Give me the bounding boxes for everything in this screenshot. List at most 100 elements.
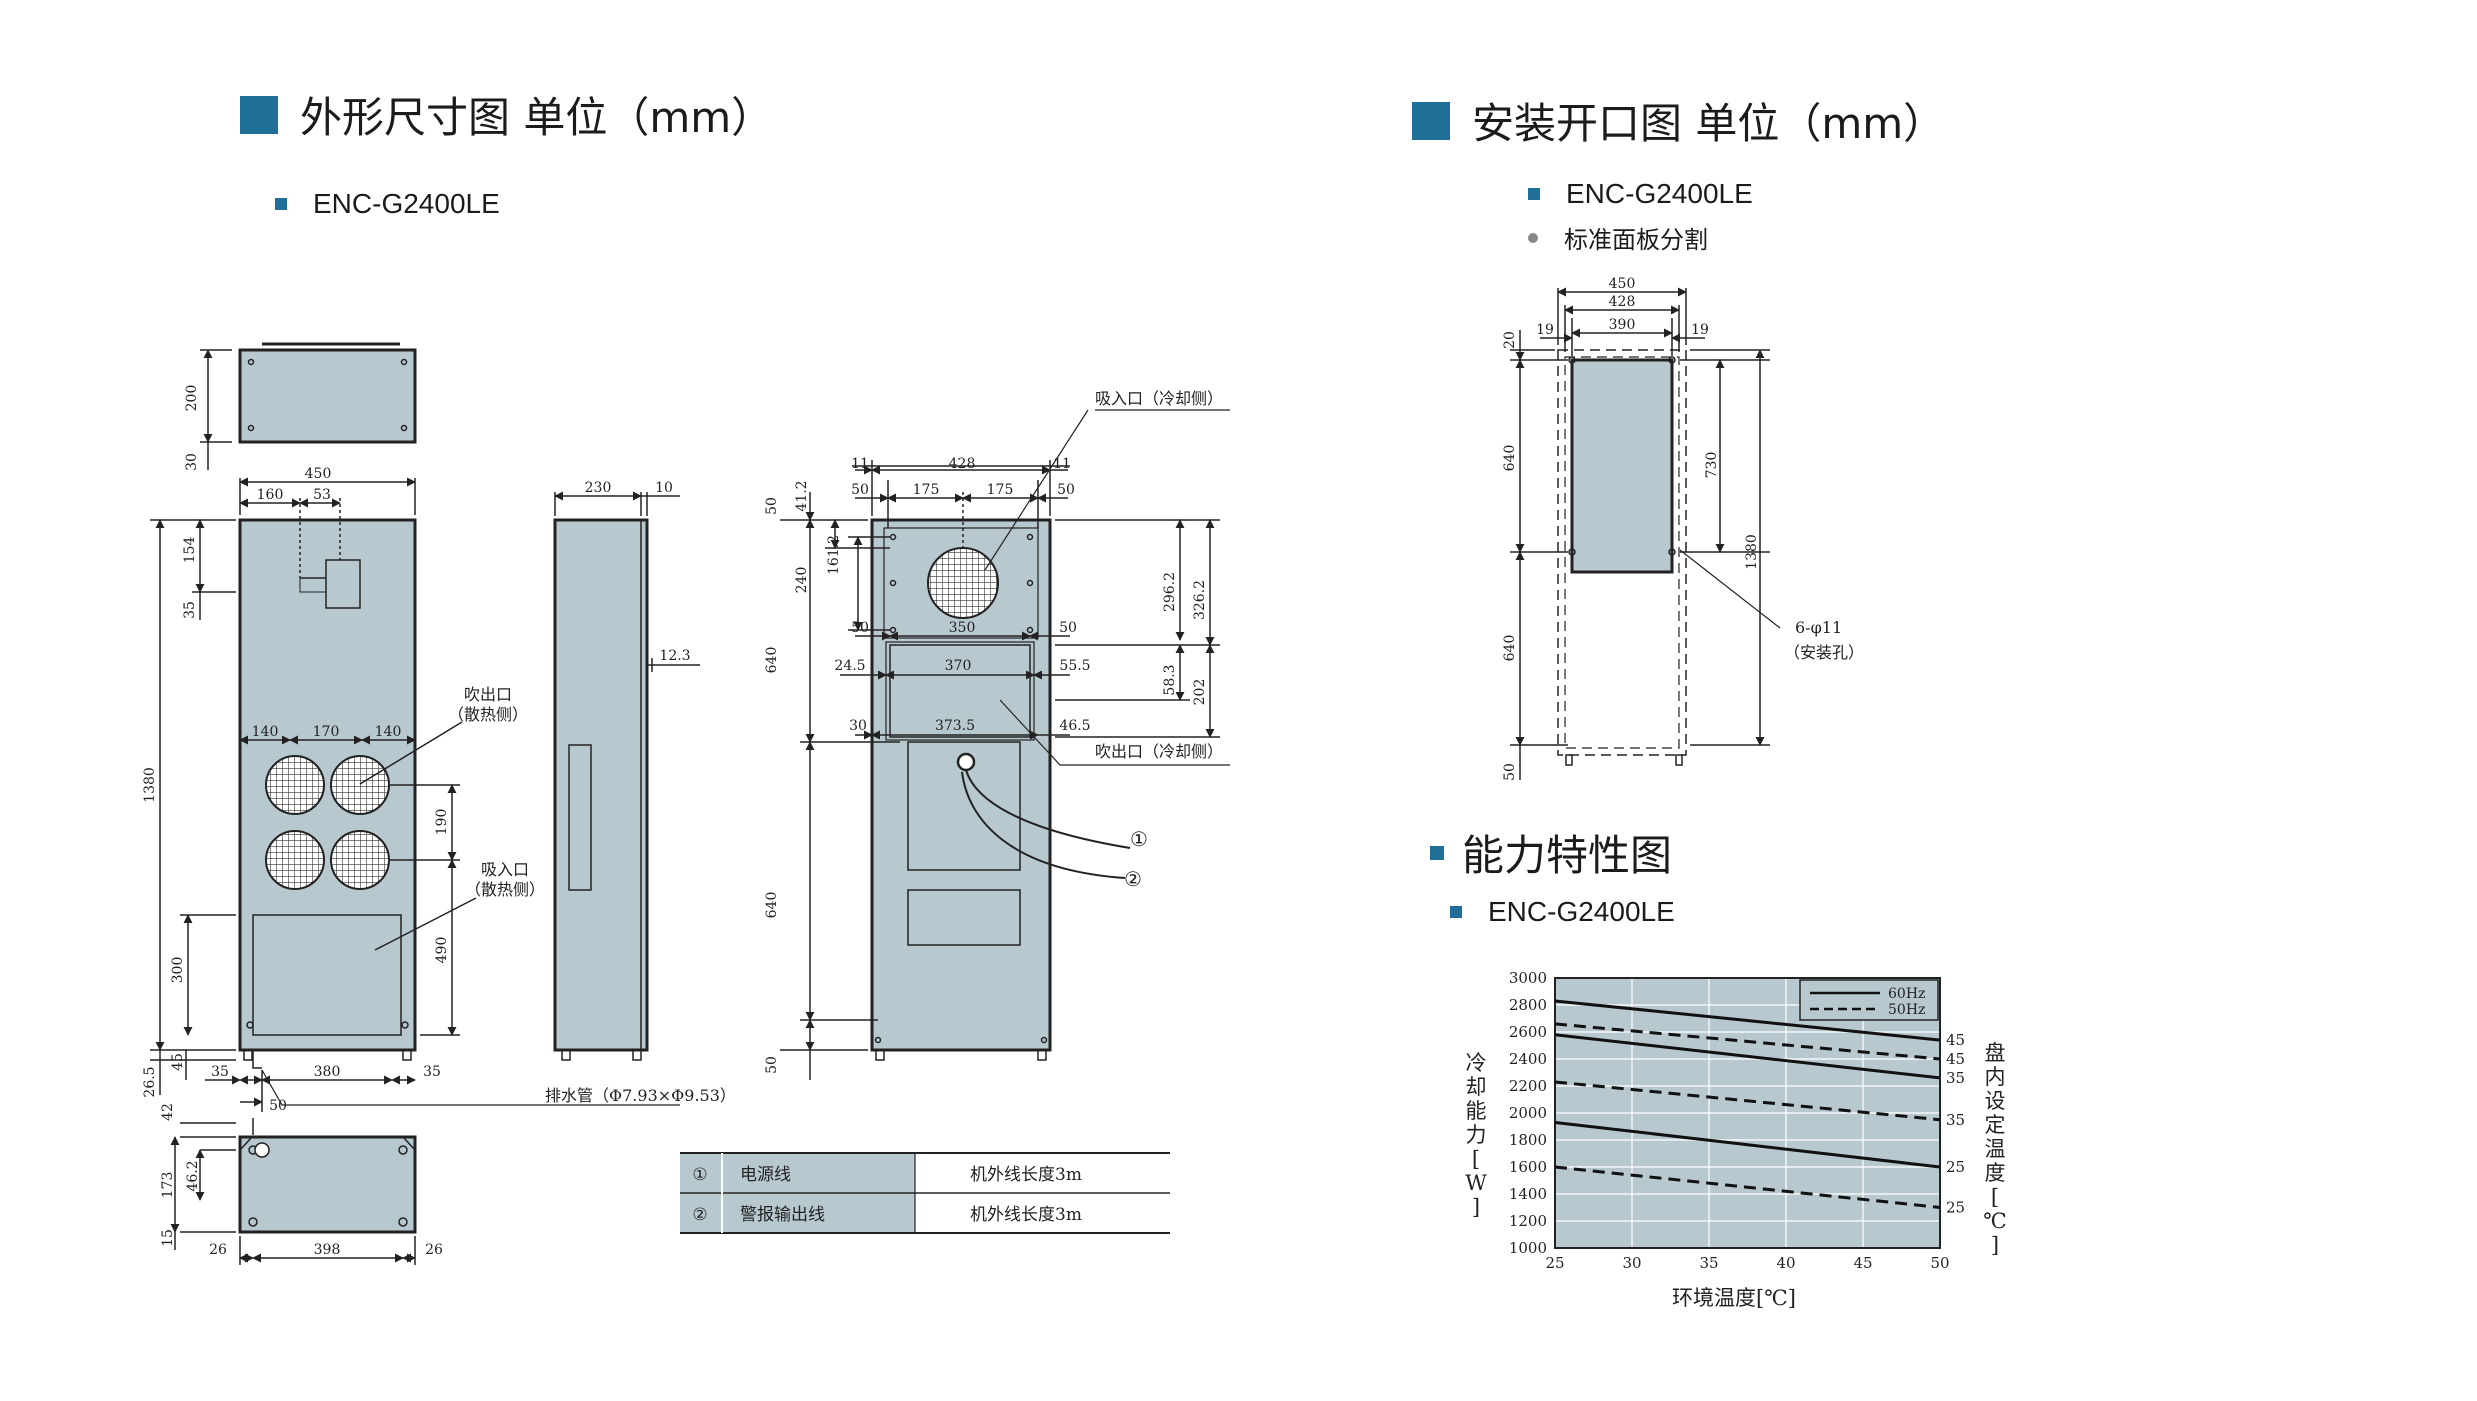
y-tick-label: 2600 (1509, 1023, 1547, 1041)
dim-text: 490 (434, 937, 450, 964)
y2-axis-label: 盘内设定温度[℃] (1983, 1041, 2007, 1257)
table-cell-length: 机外线长度3m (970, 1205, 1082, 1225)
model-text: ENC-G2400LE (313, 188, 500, 219)
series-line (1554, 1080, 1941, 1122)
dim-text: 11 (851, 456, 869, 472)
front-view (150, 477, 680, 1112)
fan-grill-icon (330, 830, 390, 890)
dim-text: 42 (160, 1103, 176, 1121)
bullet-square-icon (1430, 845, 1444, 860)
dim-text: 190 (434, 809, 450, 836)
dim-text: 10 (655, 480, 673, 496)
y-axis-label: 冷却能力[W] (1465, 1051, 1487, 1219)
dim-text: 202 (1192, 679, 1208, 706)
bullet-square-icon (1450, 906, 1462, 918)
series-line (1554, 999, 1941, 1042)
dim-text: 230 (585, 480, 612, 496)
dim-text: 53 (313, 487, 331, 503)
top-view-body (238, 348, 417, 444)
series-end-label: 35 (1946, 1069, 1965, 1087)
dim-text: 50 (851, 482, 869, 498)
dim-text: 19 (1536, 322, 1554, 338)
dim-text: 390 (1609, 317, 1636, 333)
fan-grill-icon (927, 547, 999, 619)
section-title-cutout: 安装开口图 单位（mm） (1412, 90, 1945, 151)
dim-text: 15 (160, 1229, 176, 1247)
cable-table-lines (680, 1152, 1170, 1234)
legend-label: 60Hz (1888, 986, 1925, 1002)
table-cell-no: ② (692, 1205, 707, 1225)
dim-text: 140 (252, 724, 279, 740)
dim-text: 35 (182, 601, 198, 619)
y-tick-label: 2000 (1509, 1104, 1547, 1122)
y-tick-label: 1000 (1509, 1239, 1547, 1257)
table-cell-no: ① (692, 1165, 707, 1185)
dim-text: 30 (184, 453, 200, 471)
dim-text: 640 (1502, 635, 1518, 662)
section-title-outline: 外形尺寸图 单位（mm） (240, 84, 773, 145)
dim-text: 12.3 (659, 648, 690, 664)
legend-box (1799, 979, 1939, 1021)
dim-text: 296.2 (1162, 572, 1178, 612)
section-title-text: 能力特性图 (1462, 831, 1673, 880)
dim-text: 19 (1691, 322, 1709, 338)
dim-text: 240 (794, 567, 810, 594)
holes-note-label: （安装孔） (1784, 643, 1864, 662)
dim-text: 326.2 (1192, 580, 1208, 620)
dim-text: 26.5 (142, 1066, 158, 1097)
x-axis-label: 环境温度[℃] (1672, 1286, 1796, 1310)
dim-text: 370 (945, 658, 972, 674)
bullet-square-icon (275, 198, 287, 210)
dim-text: 140 (375, 724, 402, 740)
series-line (1554, 1033, 1941, 1080)
dim-text: 11 (1053, 456, 1071, 472)
dim-text: 175 (913, 482, 940, 498)
series-end-label: 45 (1946, 1031, 1965, 1049)
fan-grill-icon (265, 755, 325, 815)
top-view (200, 342, 417, 470)
inlet-panel (252, 914, 402, 1036)
x-tick-label: 35 (1699, 1254, 1718, 1272)
cable1-marker: ① (1130, 827, 1148, 851)
cutout-view (1510, 287, 1781, 780)
panel-note: 标准面板分割 (1528, 220, 1708, 255)
dim-text: 24.5 (834, 658, 865, 674)
dim-text: 300 (170, 957, 186, 984)
x-tick-label: 25 (1545, 1254, 1564, 1272)
dim-text: 55.5 (1059, 658, 1090, 674)
series-line (1554, 1165, 1941, 1209)
inlet-cool-label: 吸入口（冷却侧） (1095, 389, 1223, 408)
drain-pipe-icon (254, 1142, 270, 1158)
bottom-view (170, 1118, 417, 1265)
dim-text: 450 (1609, 276, 1636, 292)
y-tick-label: 1200 (1509, 1212, 1547, 1230)
cutout-opening (1570, 358, 1674, 574)
side-view-body (553, 518, 649, 1052)
bullet-square-icon (1528, 188, 1540, 200)
fan-grill-icon (330, 755, 390, 815)
table-cell-name: 电源线 (740, 1165, 791, 1185)
dim-text: 373.5 (935, 718, 975, 734)
dim-text: 450 (305, 466, 332, 482)
fan-grill-icon (265, 830, 325, 890)
holes-label: 6-φ11 (1795, 618, 1842, 637)
dim-text: 200 (184, 385, 200, 412)
dim-text: 45 (170, 1053, 186, 1071)
dim-text: 50 (269, 1098, 287, 1114)
dim-text: 46.2 (185, 1160, 201, 1191)
dim-text: 640 (764, 892, 780, 919)
y-tick-label: 1400 (1509, 1185, 1547, 1203)
dim-text: 1380 (1744, 534, 1760, 570)
series-line (1554, 1022, 1941, 1061)
cable-gland-icon (956, 752, 976, 772)
series-end-label: 35 (1946, 1111, 1965, 1129)
plot-frame (1554, 977, 1941, 1249)
model-text: ENC-G2400LE (1566, 178, 1753, 209)
dim-text: 50 (851, 620, 869, 636)
cable2-marker: ② (1124, 867, 1142, 891)
dim-text: 161.2 (826, 535, 842, 575)
dim-text: 730 (1704, 452, 1720, 479)
inlet-hot-label: 吸入口 (481, 860, 529, 879)
dim-text: 50 (764, 497, 780, 515)
dim-text: 175 (987, 482, 1014, 498)
